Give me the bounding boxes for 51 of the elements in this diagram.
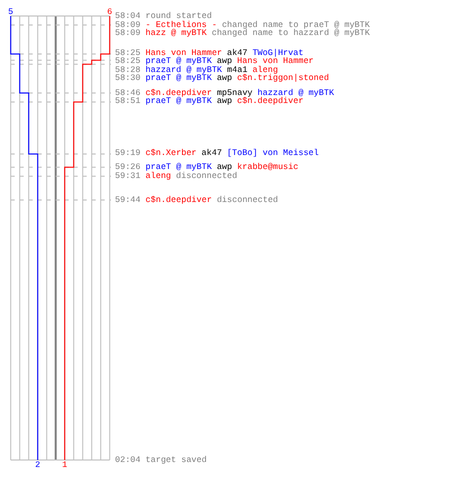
- weapon-name: mp5navy: [216, 88, 253, 98]
- player-name: krabbe@music: [237, 163, 298, 172]
- timestamp: 58:25: [115, 49, 141, 58]
- timestamp: 59:31: [115, 172, 141, 181]
- player-name: hazzard @ myBTK: [146, 66, 222, 75]
- player-name: Hans von Hammer: [237, 57, 314, 66]
- weapon-name: awp: [216, 97, 232, 106]
- player-count: 6: [107, 8, 112, 16]
- timestamp: 02:04: [115, 456, 141, 464]
- player-name: - Ecthelions -: [146, 20, 217, 30]
- timestamp: 58:30: [115, 74, 141, 83]
- player-name: praeT @ myBTK: [146, 97, 212, 106]
- player-name: [ToBo] von Meissel: [226, 149, 319, 158]
- player-name: aleng: [252, 66, 278, 75]
- player-name: praeT @ myBTK: [146, 163, 212, 172]
- timestamp: 59:26: [115, 163, 141, 172]
- player-name: TWoG|Hrvat: [252, 49, 304, 58]
- timestamp: 58:09: [115, 20, 141, 30]
- player-count: 2: [35, 461, 40, 469]
- timestamp: 58:04: [115, 12, 141, 20]
- weapon-name: awp: [216, 163, 232, 172]
- player-name: c$n.triggon|stoned: [237, 74, 329, 83]
- timestamp: 58:09: [115, 28, 141, 38]
- player-name: c$n.Xerber: [146, 149, 197, 158]
- player-name: c$n.deepdiver: [146, 88, 212, 98]
- event-text: disconnected: [216, 196, 278, 206]
- event-text: target saved: [146, 456, 207, 464]
- player-count: 5: [8, 8, 14, 16]
- timestamp: 59:44: [115, 196, 141, 206]
- player-name: praeT @ myBTK: [146, 74, 212, 83]
- weapon-name: ak47: [227, 49, 248, 58]
- player-name: c$n.deepdiver: [237, 97, 304, 106]
- event-text: changed name to hazzard @ myBTK: [212, 28, 370, 38]
- player-name: hazz @ myBTK: [146, 28, 207, 38]
- timestamp: 58:46: [115, 88, 141, 98]
- timestamp: 58:51: [115, 97, 141, 106]
- weapon-name: m4a1: [227, 66, 248, 75]
- event-text: disconnected: [176, 172, 238, 181]
- weapon-name: awp: [216, 74, 232, 83]
- timestamp: 58:28: [115, 66, 141, 75]
- weapon-name: awp: [216, 57, 232, 66]
- player-count: 1: [62, 461, 68, 469]
- weapon-name: ak47: [202, 149, 222, 158]
- event-text: changed name to praeT @ myBTK: [222, 20, 370, 30]
- timestamp: 58:25: [115, 57, 141, 66]
- player-name: praeT @ myBTK: [146, 57, 212, 66]
- player-name: c$n.deepdiver: [146, 196, 212, 206]
- player-name: hazzard @ myBTK: [258, 88, 334, 98]
- event-text: round started: [146, 12, 212, 20]
- timestamp: 59:19: [115, 149, 141, 158]
- player-name: aleng: [146, 172, 172, 181]
